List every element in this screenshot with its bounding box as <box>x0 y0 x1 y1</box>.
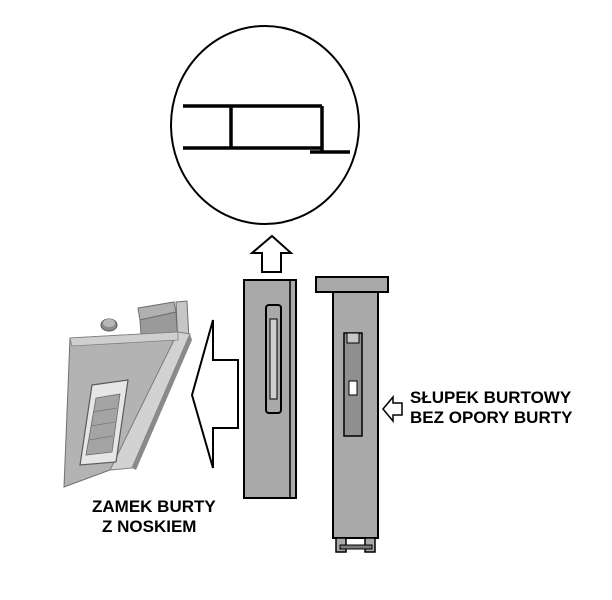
post-label-line2: BEZ OPORY BURTY <box>410 408 573 427</box>
lock-photo <box>63 300 192 488</box>
arrow-left-small-icon <box>382 394 403 424</box>
lock-bar <box>243 279 297 499</box>
detail-view <box>170 25 360 225</box>
lock-label: ZAMEK BURTY Z NOSKIEM <box>92 497 216 537</box>
post-label-line1: SŁUPEK BURTOWY <box>410 388 572 407</box>
post-label: SŁUPEK BURTOWY BEZ OPORY BURTY <box>410 388 572 428</box>
lock-label-line2: Z NOSKIEM <box>102 517 197 536</box>
profile-section <box>183 104 350 154</box>
lock-label-line1: ZAMEK BURTY <box>92 497 216 516</box>
detail-circle <box>170 25 360 225</box>
arrow-left-icon <box>190 319 239 469</box>
arrow-up-icon <box>249 234 294 273</box>
side-post <box>315 276 389 553</box>
